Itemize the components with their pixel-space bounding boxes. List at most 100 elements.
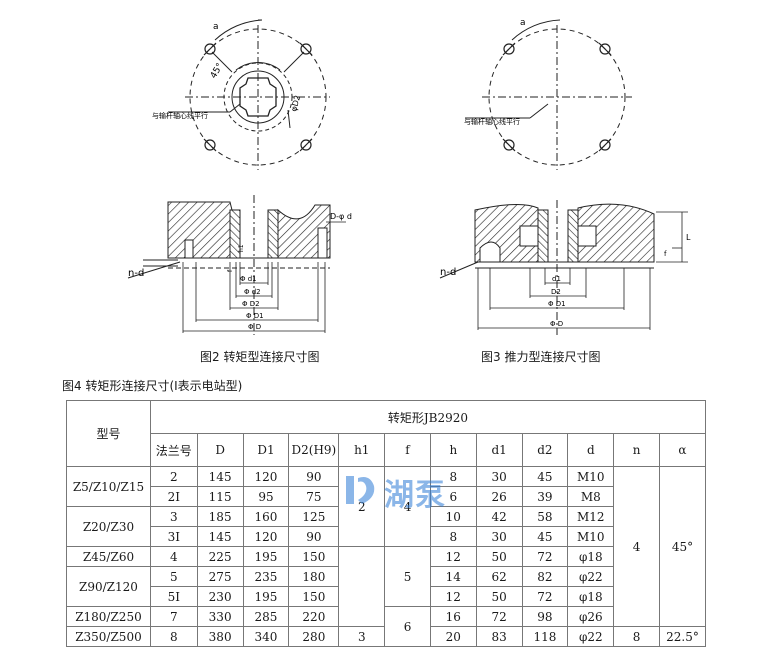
cell-d: φ22: [567, 626, 615, 647]
cell-n: 4: [613, 466, 660, 627]
cell-D1: 235: [242, 566, 290, 587]
cell-D1: 160: [242, 506, 290, 527]
cell-D: 115: [196, 486, 244, 507]
fig3-caption: 图3 推力型连接尺寸图: [481, 350, 601, 364]
cell-D: 225: [196, 546, 244, 567]
col-header: d1: [475, 433, 523, 467]
cell-d2: 118: [521, 626, 569, 647]
fig2-angle45-label: 45°: [209, 62, 226, 81]
fig3-L-label: L: [686, 233, 691, 242]
cell-d: φ22: [567, 566, 615, 587]
fig2-D2-label: Φ D2: [242, 300, 260, 308]
fig2-D-label: Φ D: [248, 323, 261, 331]
fig2-section-view: [127, 195, 346, 335]
cell-d: M12: [567, 506, 615, 527]
technical-drawings: a 45° 与输杆轴心线平行 φD2 n-d D-φ d Φ d1 Φ d2 Φ: [127, 18, 691, 335]
cell-D2: 280: [288, 626, 340, 647]
cell-D: 330: [196, 606, 244, 627]
cell-D1: 120: [242, 526, 290, 547]
fig2-d2-label: Φ d2: [244, 288, 261, 296]
cell-model: Z180/Z250: [66, 606, 151, 627]
col-header: d2: [521, 433, 569, 467]
table-row: Z90/Z120 5 275 235 180 14 62 82 φ22: [66, 566, 706, 607]
cell-d: φ18: [567, 546, 615, 567]
cell-model: Z5/Z10/Z15: [66, 466, 151, 507]
cell-d2: 58: [521, 506, 569, 527]
cell-d2: 72: [521, 546, 569, 567]
cell-D2: 75: [288, 486, 340, 507]
col-header: D1: [242, 433, 290, 467]
fig3-angle-label: a: [520, 18, 526, 28]
cell-d2: 82: [521, 566, 569, 587]
col-header: f: [384, 433, 431, 467]
fig2-D1-label: Φ D1: [246, 312, 264, 320]
cell-model: Z90/Z120: [66, 566, 151, 607]
cell-D2: 125: [288, 506, 340, 527]
cell-d2: 72: [521, 586, 569, 607]
cell-model: Z20/Z30: [66, 506, 151, 547]
cell-flange: 3I: [149, 526, 198, 547]
col-header: D: [196, 433, 244, 467]
cell-D: 145: [196, 526, 244, 547]
col-header: n: [613, 433, 660, 467]
fig3-section-view: [439, 200, 688, 335]
cell-D2: 90: [288, 466, 340, 487]
cell-d1: 26: [475, 486, 523, 507]
cell-D: 380: [196, 626, 244, 647]
table-row: 5I 230 195 150 12 50 72 φ18: [67, 586, 706, 607]
fig2-angle-label: a: [213, 22, 219, 32]
fig3-D2-label: D2: [551, 288, 561, 296]
table-row: Z20/Z30 3 185 160 125 10 42 58 M12: [66, 506, 706, 547]
watermark-text: 湖泵: [384, 478, 446, 513]
cell-h: 14: [429, 566, 477, 587]
cell-f: 6: [384, 606, 431, 647]
cell-D1: 195: [242, 586, 290, 607]
table-row: Z180/Z250 7 330 285 220 6 16 72 98 φ26: [66, 606, 706, 647]
fig3-nd-label: n-d: [440, 267, 456, 278]
fig3-top-view: [465, 19, 632, 170]
col-header: 法兰号: [149, 433, 198, 467]
cell-d1: 72: [475, 606, 523, 627]
cell-h1: 3: [338, 626, 386, 647]
cell-flange: 7: [149, 606, 198, 627]
fig3-d1-label: d1: [552, 275, 561, 283]
table-row: Z5/Z10/Z15 2 145 120 90 2 4 8 30 45 M10 …: [66, 466, 707, 627]
fig3-D1-label: Φ D1: [548, 300, 566, 308]
cell-d: M10: [567, 526, 615, 547]
cell-flange: 3: [149, 506, 198, 527]
cell-model: Z45/Z60: [66, 546, 151, 567]
fig2-d2-circle-label: φD2: [289, 94, 302, 112]
col-header: h1: [338, 433, 386, 467]
fig2-d1-label: Φ d1: [240, 275, 257, 283]
cell-n: 8: [613, 626, 660, 647]
cell-alpha: 22.5°: [658, 626, 707, 647]
cell-h: 16: [429, 606, 477, 627]
cell-d2: 45: [521, 526, 569, 547]
cell-flange: 8: [149, 626, 198, 647]
cell-D: 185: [196, 506, 244, 527]
watermark-logo-icon: [346, 476, 375, 504]
col-header: h: [429, 433, 477, 467]
cell-D: 275: [196, 566, 244, 587]
table-title: 图4 转矩形连接尺寸(I表示电站型): [62, 379, 243, 393]
fig3-parallel-note: 与输杆轴心线平行: [464, 117, 520, 126]
fig3-f-label: f: [664, 250, 667, 258]
cell-flange: 5I: [149, 586, 198, 607]
cell-h: 12: [429, 586, 477, 607]
cell-d2: 45: [521, 466, 569, 487]
fig2-h1-label: h1: [238, 244, 245, 252]
cell-flange: 5: [149, 566, 198, 587]
header-group: 转矩形JB2920: [149, 400, 707, 434]
cell-D1: 95: [242, 486, 290, 507]
cell-h: 8: [429, 526, 477, 547]
cell-D1: 285: [242, 606, 290, 627]
cell-D2: 150: [288, 546, 340, 567]
cell-D: 145: [196, 466, 244, 487]
watermark: 湖泵: [340, 468, 490, 513]
dimension-table: 型号 转矩形JB2920 法兰号 D D1 D2(H9) h1 f h d1 d…: [66, 400, 707, 647]
col-header: D2(H9): [288, 433, 340, 467]
cell-d2: 39: [521, 486, 569, 507]
table-row: 2I 115 95 75 6 26 39 M8: [67, 486, 706, 507]
fig3-D-label: Φ D: [550, 320, 563, 328]
cell-D2: 150: [288, 586, 340, 607]
